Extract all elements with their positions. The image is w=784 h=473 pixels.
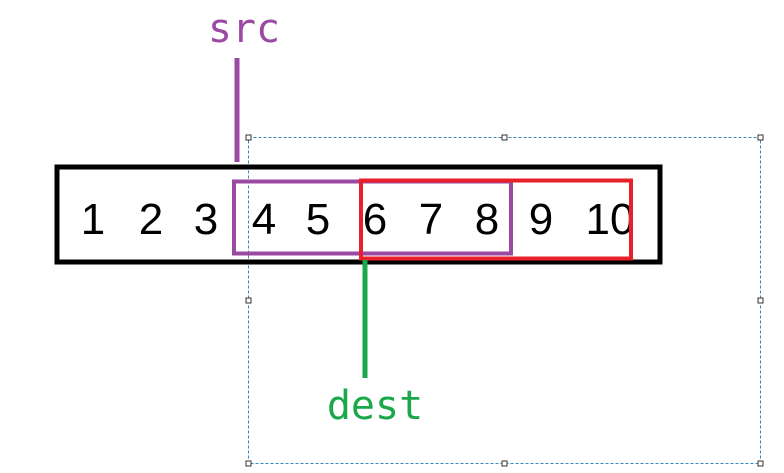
selection-frame-border: [248, 137, 761, 464]
selection-handle-top-right[interactable]: [757, 134, 764, 141]
selection-handle-mid-right[interactable]: [757, 297, 764, 304]
array-value-9: 9: [529, 195, 553, 244]
array-value-10: 10: [586, 195, 635, 244]
array-value-7: 7: [419, 195, 443, 244]
selection-frame[interactable]: [245, 134, 764, 467]
array-value-1: 1: [81, 195, 105, 244]
array-value-3: 3: [194, 195, 218, 244]
selection-handle-bottom-left[interactable]: [245, 460, 252, 467]
array-value-8: 8: [475, 195, 499, 244]
array-value-2: 2: [139, 195, 163, 244]
selection-handle-bottom-right[interactable]: [757, 460, 764, 467]
array-value-4: 4: [252, 195, 276, 244]
dest-range-box: [359, 178, 633, 261]
selection-handle-top-left[interactable]: [245, 134, 252, 141]
selection-handle-bottom-mid[interactable]: [501, 460, 508, 467]
selection-handle-mid-left[interactable]: [245, 297, 252, 304]
array-box: [54, 164, 663, 265]
array-values: 1 2 3 4 5 6 7 8 9 10: [81, 195, 635, 244]
src-label: src: [208, 6, 280, 52]
selection-handle-top-mid[interactable]: [501, 134, 508, 141]
array-value-5: 5: [306, 195, 330, 244]
dest-label: dest: [327, 383, 423, 429]
array-value-6: 6: [363, 195, 387, 244]
